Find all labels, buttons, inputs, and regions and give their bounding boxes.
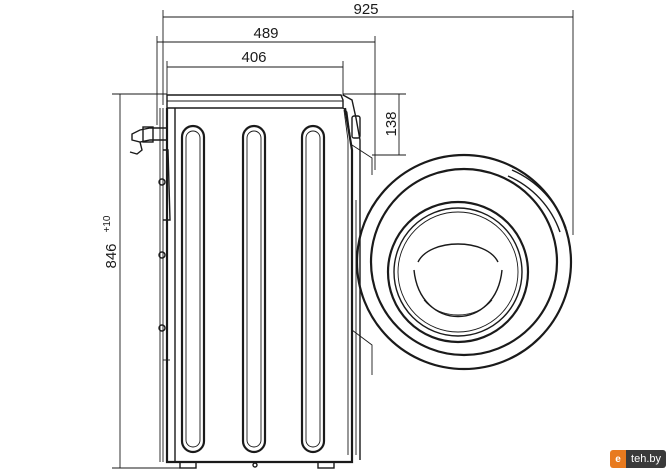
feet [179, 461, 335, 469]
dim-height-label-group: 846 +10 [102, 215, 120, 268]
dim-door-offset-label: 138 [383, 111, 400, 136]
dim-top-depth-label: 406 [241, 49, 266, 66]
dim-body-depth-label: 489 [253, 25, 278, 42]
door [355, 153, 573, 371]
dim-height-label: 846 [103, 243, 120, 268]
rear-fittings [129, 126, 171, 361]
dim-overall-depth-label: 925 [353, 1, 378, 18]
watermark: e teh.by [610, 450, 666, 468]
dimension-lines [112, 10, 574, 469]
side-ribs [180, 124, 326, 454]
machine-body [159, 107, 354, 464]
dim-height-tolerance: +10 [102, 215, 113, 232]
watermark-text: teh.by [626, 450, 666, 468]
watermark-logo-icon: e [610, 450, 627, 468]
top-panel [166, 94, 344, 109]
